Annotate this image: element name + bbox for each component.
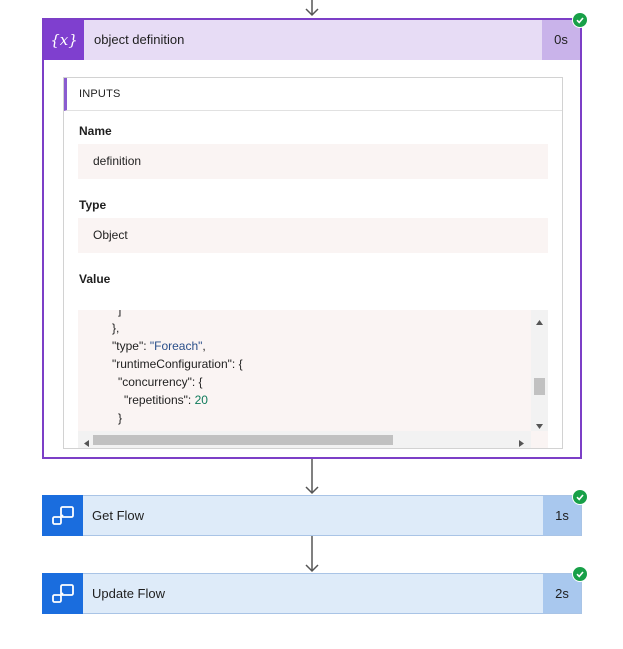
connector-arrow bbox=[304, 459, 320, 495]
horizontal-scroll-thumb[interactable] bbox=[93, 435, 393, 445]
value-code-box[interactable]: ]}, "type": "Foreach", "runtimeConfigurati… bbox=[78, 310, 548, 448]
code-line: }, bbox=[112, 321, 120, 335]
scroll-down-icon[interactable] bbox=[535, 418, 544, 429]
connector-arrow-top bbox=[304, 0, 320, 18]
value-code: ]}, "type": "Foreach", "runtimeConfigurati… bbox=[78, 310, 531, 431]
scroll-up-icon[interactable] bbox=[535, 314, 544, 325]
svg-text:{x}: {x} bbox=[51, 31, 77, 49]
code-line: ] bbox=[118, 310, 122, 317]
success-check-icon bbox=[572, 489, 588, 505]
scroll-right-icon[interactable] bbox=[517, 435, 526, 447]
type-value: Object bbox=[78, 218, 548, 253]
action-title: object definition bbox=[94, 32, 185, 47]
action-duration: 1s bbox=[543, 496, 581, 535]
inputs-header: INPUTS bbox=[64, 78, 562, 111]
action-card-get-flow[interactable]: Get Flow 1s bbox=[42, 495, 582, 536]
code-line: "type": "Foreach", bbox=[112, 339, 206, 353]
variable-icon: {x} bbox=[44, 20, 84, 60]
connector-arrow bbox=[304, 536, 320, 573]
code-line: "runtimeConfiguration": { bbox=[112, 357, 243, 371]
vertical-scroll-thumb[interactable] bbox=[534, 378, 545, 395]
action-header[interactable]: {x} object definition 0s bbox=[44, 20, 580, 60]
horizontal-scrollbar[interactable] bbox=[78, 431, 531, 448]
code-line: "concurrency": { bbox=[118, 375, 203, 389]
name-value: definition bbox=[78, 144, 548, 179]
code-line: } bbox=[112, 427, 116, 431]
action-card-object-definition[interactable]: {x} object definition 0s INPUTS Name def… bbox=[42, 18, 582, 459]
name-label: Name bbox=[79, 124, 112, 138]
flow-icon bbox=[42, 495, 83, 536]
action-title: Get Flow bbox=[92, 508, 145, 523]
code-line: } bbox=[118, 411, 123, 425]
action-card-update-flow[interactable]: Update Flow 2s bbox=[42, 573, 582, 614]
action-title: Update Flow bbox=[92, 586, 165, 601]
success-check-icon bbox=[572, 12, 588, 28]
inputs-panel: INPUTS Name definition Type Object Value… bbox=[63, 77, 563, 449]
type-label: Type bbox=[79, 198, 107, 212]
value-label: Value bbox=[79, 272, 111, 286]
scroll-left-icon[interactable] bbox=[82, 435, 91, 447]
action-duration: 0s bbox=[542, 20, 580, 60]
code-line: "repetitions": 20 bbox=[124, 393, 208, 407]
success-check-icon bbox=[572, 566, 588, 582]
flow-icon bbox=[42, 573, 83, 614]
vertical-scrollbar[interactable] bbox=[531, 310, 548, 431]
